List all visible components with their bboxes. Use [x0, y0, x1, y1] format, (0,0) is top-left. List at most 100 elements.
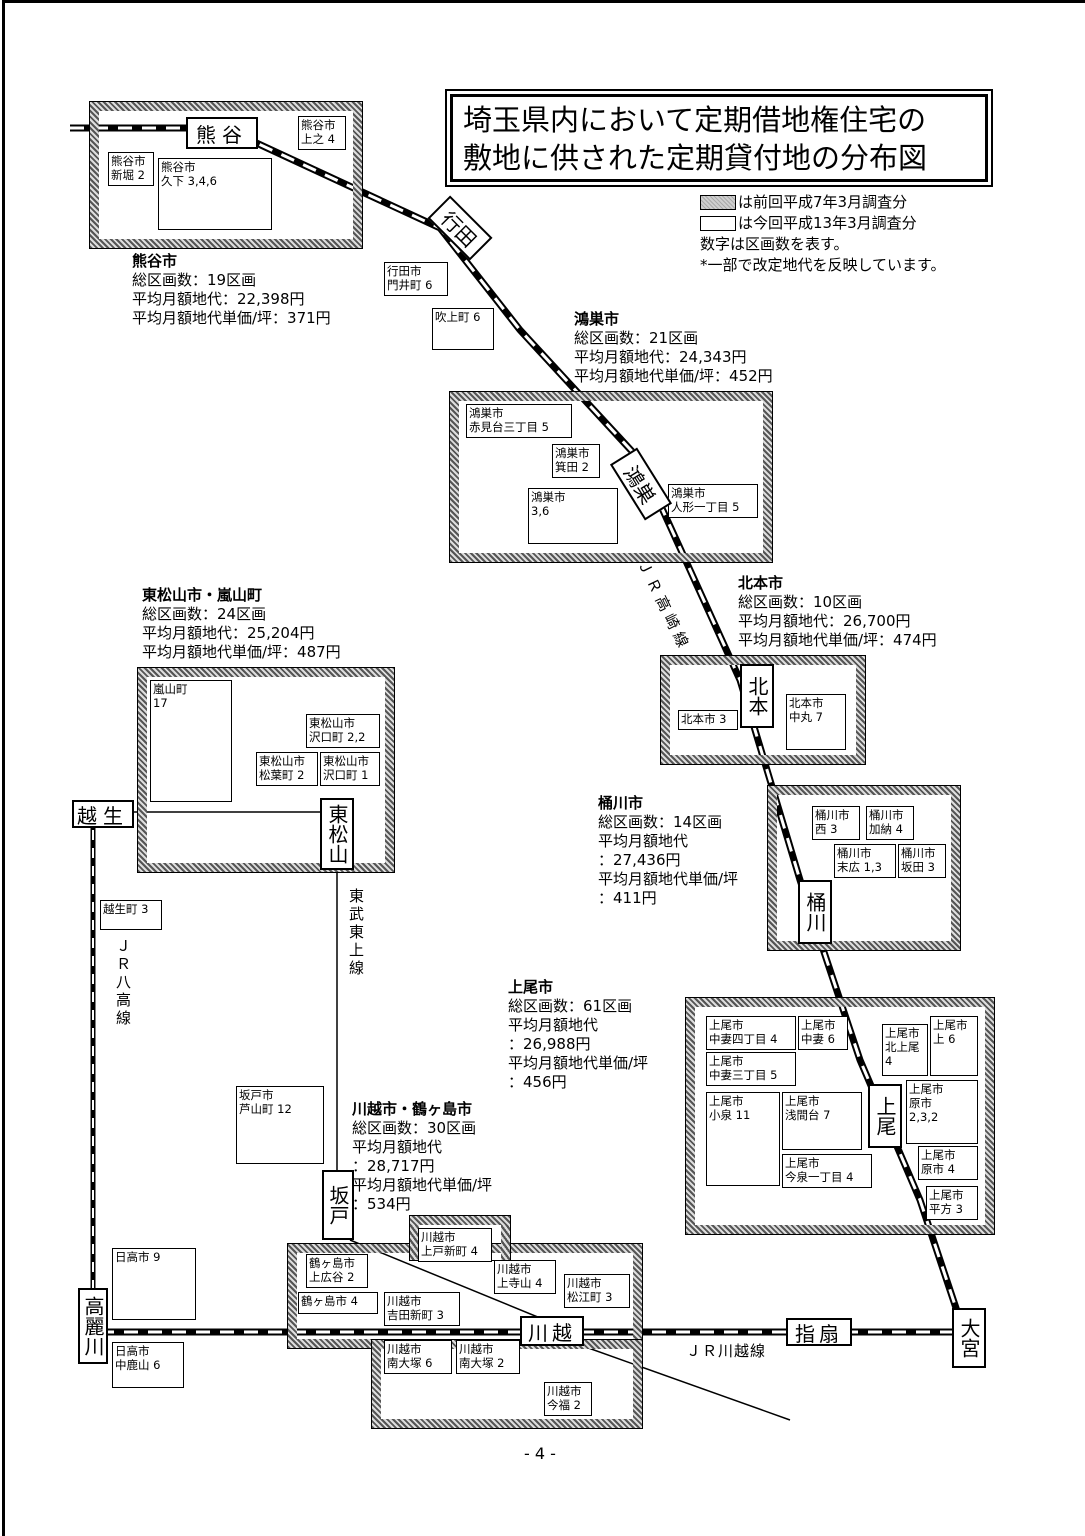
- lot-text-line: 平均月額地代：26,700円: [738, 612, 911, 630]
- lot-text-line: 上尾市: [909, 1082, 944, 1096]
- lot-text-line: 上尾市: [785, 1094, 820, 1108]
- lot-text-line: 芦山町 12: [239, 1102, 292, 1116]
- lot-text-line: 鴻巣市: [671, 486, 706, 500]
- lot-text-line: 熊谷市: [111, 154, 146, 168]
- lot-text-line: 中鹿山 6: [115, 1358, 161, 1372]
- page-border-top: [2, 0, 1085, 3]
- lot-kawagoe-yoshida: 川越市吉田新町 3: [384, 1292, 460, 1326]
- lot-tsurugashima-kamihiroya: 鶴ヶ島市上広谷 2: [306, 1254, 368, 1288]
- lot-text-line: 上戸新町 4: [421, 1244, 478, 1258]
- lot-text-line: 平均月額地代: [508, 1016, 599, 1034]
- lot-text-line: 4: [885, 1054, 893, 1068]
- station-okegawa: 桶川: [798, 880, 832, 944]
- page-border-left: [2, 0, 5, 1536]
- lot-text-line: 川越市・鶴ヶ島市: [352, 1100, 473, 1118]
- lot-ageo-nakatsuma3: 上尾市中妻三丁目 5: [706, 1052, 796, 1086]
- lot-kawagoe-kamitoshin: 川越市上戸新町 4: [418, 1228, 492, 1262]
- lot-konosu-akamidai: 鴻巣市赤見台三丁目 5: [466, 404, 572, 438]
- legend: は前回平成7年3月調査分 は今回平成13年3月調査分 数字は区画数を表す。 *一…: [700, 192, 946, 276]
- lot-text-line: 桶川市: [869, 808, 904, 822]
- lot-ageo-nakatsuma6: 上尾市中妻 6: [798, 1016, 848, 1050]
- lot-text-line: 上尾市: [933, 1018, 968, 1032]
- lot-text-line: 上尾市: [508, 978, 554, 996]
- lot-ageo-hirakata: 上尾市平方 3: [926, 1186, 978, 1220]
- lot-hm-sawaguchi22: 東松山市沢口町 2,2: [306, 714, 380, 748]
- lot-kawagoe-minamiotsuka2: 川越市南大塚 2: [456, 1340, 520, 1374]
- legend-previous: は前回平成7年3月調査分: [700, 192, 946, 213]
- stats-ageo: 上尾市 総区画数：61区画 平均月額地代 ：26,988円 平均月額地代単価/坪…: [508, 978, 648, 1092]
- title-line-1: 埼玉県内において定期借地権住宅の: [463, 103, 927, 137]
- station-ogose: 越生: [72, 800, 134, 828]
- legend-current: は今回平成13年3月調査分: [700, 213, 946, 234]
- station-sakado: 坂戸: [322, 1170, 354, 1240]
- lot-text-line: 西 3: [815, 822, 838, 836]
- lot-text-line: 箕田 2: [555, 460, 589, 474]
- lot-ageo-koizumi: 上尾市小泉 11: [706, 1092, 780, 1186]
- lot-kitamoto-3: 北本市 3: [678, 710, 738, 730]
- lot-text-line: 今福 2: [547, 1398, 581, 1412]
- lot-text-line: 川越市: [547, 1384, 582, 1398]
- lot-text-line: 赤見台三丁目 5: [469, 420, 549, 434]
- lot-text-line: 平均月額地代単価/坪: [508, 1054, 649, 1072]
- lot-text-line: 中丸 7: [789, 710, 823, 724]
- lot-text-line: 川越市: [421, 1230, 456, 1244]
- lot-text-line: 鴻巣市: [531, 490, 566, 504]
- station-higashimatsuyama: 東松山: [320, 798, 354, 870]
- lot-tsurugashima-4: 鶴ヶ島市 4: [298, 1292, 378, 1314]
- lot-text-line: 平均月額地代単価/坪: [352, 1176, 493, 1194]
- lot-text-line: ：26,988円: [508, 1035, 591, 1053]
- lot-text-line: 坂田 3: [901, 860, 935, 874]
- lot-text-line: 日高市: [115, 1344, 150, 1358]
- legend-note-1: 数字は区画数を表す。: [700, 235, 849, 253]
- lot-text-line: 桶川市: [837, 846, 872, 860]
- lot-text-line: 中妻三丁目 5: [709, 1068, 778, 1082]
- lot-text-line: 越生町 3: [103, 902, 149, 916]
- station-ageo: 上尾: [868, 1084, 902, 1148]
- lot-text-line: 総区画数：61区画: [508, 997, 633, 1015]
- lot-text-line: 原市: [909, 1096, 932, 1110]
- lot-text-line: 平均月額地代単価/坪：452円: [574, 367, 773, 385]
- lot-text-line: ：456円: [508, 1073, 567, 1091]
- lot-text-line: 上之 4: [301, 132, 335, 146]
- lot-text-line: 総区画数：21区画: [574, 329, 699, 347]
- lot-text-line: 平方 3: [929, 1202, 963, 1216]
- label-jr-kawagoe: ＪＲ川越線: [686, 1342, 767, 1360]
- lot-text-line: 鴻巣市: [574, 310, 620, 328]
- lot-text-line: 上広谷 2: [309, 1270, 355, 1284]
- lot-text-line: は今回平成13年3月調査分: [738, 214, 917, 232]
- map-title: 埼玉県内において定期借地権住宅の 敷地に供された定期貸付地の分布図: [445, 89, 993, 187]
- lot-text-line: 鶴ヶ島市: [309, 1256, 355, 1270]
- lot-kumagaya-shinbori: 熊谷市新堀 2: [108, 152, 154, 186]
- lot-kawagoe-matsue: 川越市松江町 3: [564, 1274, 630, 1308]
- lot-okegawa-kano: 桶川市加納 4: [866, 806, 914, 840]
- station-omiya: 大宮: [952, 1308, 986, 1368]
- lot-text-line: 熊谷市: [161, 160, 196, 174]
- lot-text-line: 日高市 9: [115, 1250, 161, 1264]
- lot-kawagoe-imafuku: 川越市今福 2: [544, 1382, 592, 1416]
- lot-konosu-mita: 鴻巣市箕田 2: [552, 444, 600, 478]
- lot-ageo-asamadai: 上尾市浅間台 7: [782, 1092, 862, 1150]
- lot-text-line: 上尾市: [785, 1156, 820, 1170]
- legend-swatch-shaded: [700, 195, 736, 210]
- station-kawagoe: 川越: [520, 1316, 584, 1346]
- lot-text-line: 上尾市: [709, 1018, 744, 1032]
- lot-text-line: 2,3,2: [909, 1110, 939, 1124]
- stats-kumagaya: 熊谷市 総区画数：19区画 平均月額地代：22,398円 平均月額地代単価/坪：…: [132, 252, 331, 328]
- lot-text-line: 北上尾: [885, 1040, 920, 1054]
- lot-hidaka-nakakashiwa: 日高市中鹿山 6: [112, 1342, 184, 1388]
- label-jr-hachiko: ＪＲ八高線: [114, 938, 132, 1028]
- lot-text-line: 吹上町 6: [435, 310, 481, 324]
- lot-text-line: 東松山市・嵐山町: [142, 586, 263, 604]
- lot-ageo-nakatsuma4: 上尾市中妻四丁目 4: [706, 1016, 796, 1050]
- lot-konosu-ningyo: 鴻巣市人形一丁目 5: [668, 484, 758, 518]
- lot-text-line: ：534円: [352, 1195, 411, 1213]
- lot-text-line: 熊谷市: [132, 252, 178, 270]
- lot-gyoda-monimachi: 行田市門井町 6: [384, 262, 448, 296]
- lot-ageo-imaizumi: 上尾市今泉一丁目 4: [782, 1154, 872, 1188]
- lot-kawagoe-minamiotsuka6: 川越市南大塚 6: [384, 1340, 452, 1374]
- lot-hm-matsuba: 東松山市松葉町 2: [256, 752, 318, 786]
